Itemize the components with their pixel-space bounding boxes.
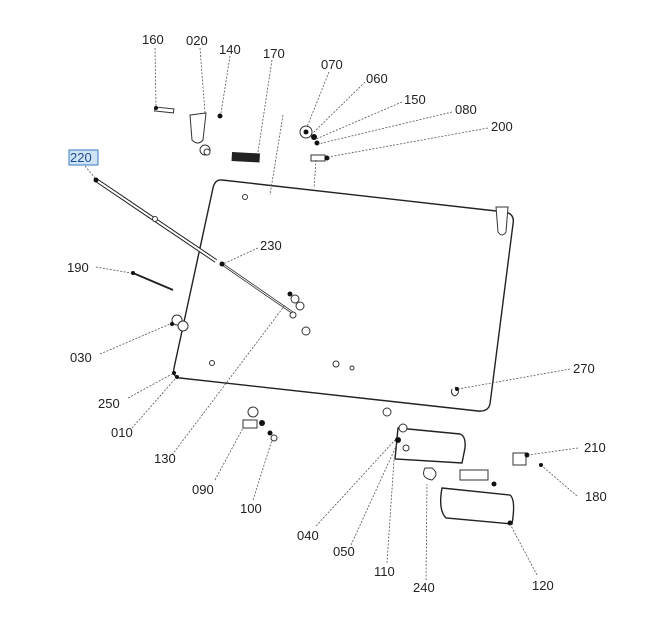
callout-020[interactable]: 020 bbox=[186, 33, 208, 48]
callout-230[interactable]: 230 bbox=[260, 238, 282, 253]
leader-lines bbox=[84, 47, 579, 581]
callout-220[interactable]: 220 bbox=[70, 150, 92, 165]
callout-270[interactable]: 270 bbox=[573, 361, 595, 376]
gas-strut bbox=[93, 177, 294, 315]
washer-part bbox=[170, 314, 215, 379]
callout-060[interactable]: 060 bbox=[366, 71, 388, 86]
callout-160[interactable]: 160 bbox=[142, 32, 164, 47]
callout-210[interactable]: 210 bbox=[584, 440, 606, 455]
lock-assembly bbox=[382, 407, 515, 526]
callout-030[interactable]: 030 bbox=[70, 350, 92, 365]
callout-170[interactable]: 170 bbox=[263, 46, 285, 61]
callout-180[interactable]: 180 bbox=[585, 489, 607, 504]
hinge-top-right bbox=[495, 206, 509, 236]
callout-080[interactable]: 080 bbox=[455, 102, 477, 117]
callout-110[interactable]: 110 bbox=[374, 564, 395, 579]
callout-220-highlight bbox=[68, 149, 99, 166]
callout-150[interactable]: 150 bbox=[404, 92, 426, 107]
callout-240[interactable]: 240 bbox=[413, 580, 435, 595]
glass-panel bbox=[172, 179, 515, 412]
pin-part bbox=[154, 106, 175, 114]
callout-140[interactable]: 140 bbox=[219, 42, 241, 57]
callout-labels: 160 020 140 170 070 060 150 080 200 220 … bbox=[67, 32, 607, 595]
hinge-part bbox=[189, 112, 248, 200]
callout-100[interactable]: 100 bbox=[240, 501, 262, 516]
callout-250[interactable]: 250 bbox=[98, 396, 120, 411]
fastener-group bbox=[299, 125, 330, 162]
latch-plate bbox=[231, 152, 260, 163]
callout-190[interactable]: 190 bbox=[67, 260, 89, 275]
callout-050[interactable]: 050 bbox=[333, 544, 355, 559]
callout-130[interactable]: 130 bbox=[154, 451, 176, 466]
callout-040[interactable]: 040 bbox=[297, 528, 319, 543]
callout-010[interactable]: 010 bbox=[111, 425, 133, 440]
strut-bracket bbox=[287, 291, 355, 371]
callout-070[interactable]: 070 bbox=[321, 57, 343, 72]
rod bbox=[132, 272, 174, 291]
hinge-hardware bbox=[242, 406, 278, 442]
callout-090[interactable]: 090 bbox=[192, 482, 214, 497]
callout-200[interactable]: 200 bbox=[491, 119, 513, 134]
stop-block bbox=[512, 452, 527, 466]
screw-part bbox=[217, 113, 223, 119]
callout-120[interactable]: 120 bbox=[532, 578, 554, 593]
